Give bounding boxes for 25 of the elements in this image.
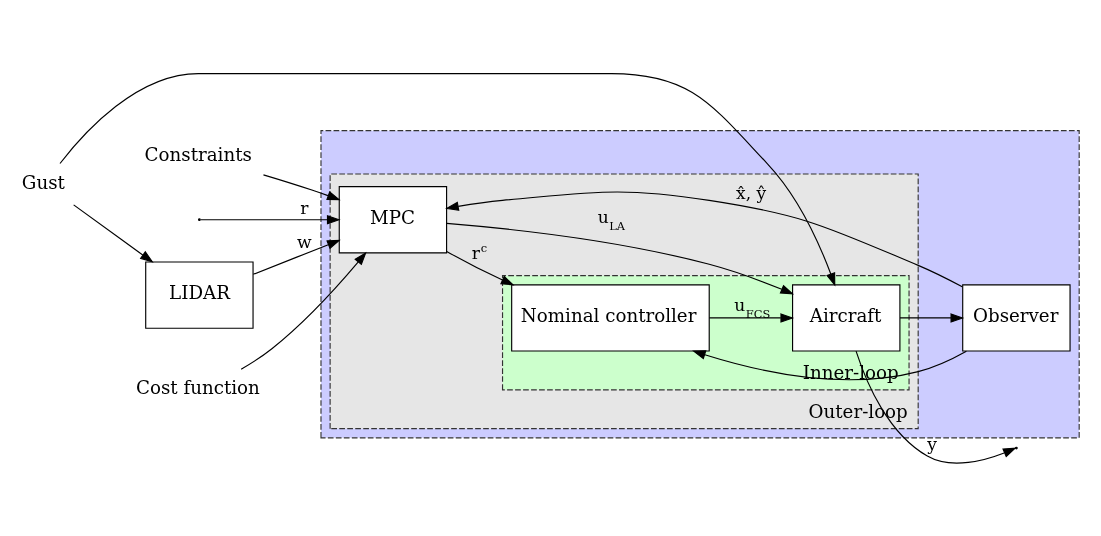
node-box: LIDAR <box>145 260 254 329</box>
arrow <box>446 222 795 294</box>
arrow <box>252 239 341 275</box>
edge-label: r <box>300 197 309 218</box>
node-text: Constraints <box>144 143 252 165</box>
arrow <box>446 250 515 285</box>
node-text: Cost function <box>136 376 260 398</box>
node-box: Nominal controller <box>511 283 710 352</box>
arrow <box>240 251 367 370</box>
arrow <box>899 312 965 323</box>
node-text: Gust <box>21 171 65 193</box>
cluster <box>320 129 1080 438</box>
arrow <box>445 190 963 287</box>
node-box: Observer <box>962 283 1071 352</box>
edge-label: w <box>297 231 312 252</box>
edge-label: x̂, ŷ <box>736 182 767 203</box>
arrow <box>200 214 341 225</box>
edge-label: y <box>927 433 937 454</box>
node-box: Aircraft <box>792 283 901 352</box>
node-box: MPC <box>338 185 448 253</box>
edge-label: r$^{c}$ <box>471 240 488 263</box>
arrow <box>73 203 154 263</box>
arrow <box>59 72 836 286</box>
arrow <box>262 173 341 200</box>
edge-label: u$_{LA}$ <box>597 206 626 233</box>
